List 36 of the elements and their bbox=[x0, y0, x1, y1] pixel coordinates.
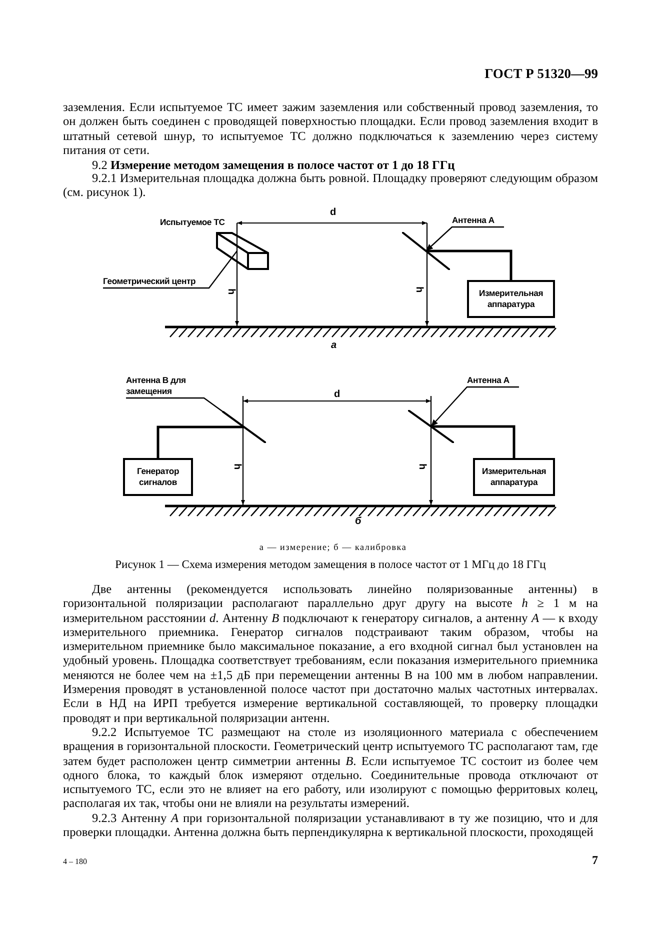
leader-line bbox=[430, 386, 519, 427]
dimension-label: h bbox=[225, 288, 236, 294]
body-paragraph: заземления. Если испытуемое ТС имеет зажим заземления или собственный провод заземления, то он должен быть соединен с проводящей поверхностью площадки. Если провод заземления входит в штатный сетевой шнур, то испытуемое ТС должно подключаться к заземлению через систему питания от сети. bbox=[63, 100, 598, 158]
subfigure-label: а bbox=[331, 340, 336, 351]
generator-box: Генератор сигналов bbox=[123, 458, 193, 496]
leader-line bbox=[103, 250, 238, 289]
antenna-symbol bbox=[402, 232, 450, 270]
antenna-symbol bbox=[222, 411, 266, 443]
cable-line bbox=[156, 426, 244, 458]
antenna-label: Антенна А bbox=[452, 215, 504, 227]
dimension-label: d bbox=[330, 207, 336, 218]
antenna-symbol bbox=[408, 410, 454, 443]
leader-line bbox=[426, 226, 504, 252]
cable-line bbox=[431, 425, 516, 458]
dimension-label: h bbox=[231, 464, 242, 470]
section-heading: 9.2 Измерение методом замещения в полосе частот от 1 до 18 ГГц bbox=[91, 158, 456, 172]
subfigure-label: б bbox=[355, 516, 361, 527]
page-code: 4 – 180 bbox=[63, 857, 87, 866]
equipment-box: Измерительная аппаратура bbox=[467, 280, 555, 318]
body-paragraph: 9.2.1 Измерительная площадка должна быть ровной. Площадку проверяют следующим образом (см. рисунок 1). bbox=[63, 171, 598, 200]
antenna-label: Антенна А bbox=[467, 375, 519, 387]
equipment-box: Измерительная аппаратура bbox=[473, 458, 555, 496]
figure-legend: а — измерение; б — калибровка bbox=[190, 542, 476, 552]
dimension-label: h bbox=[416, 464, 428, 470]
dimension-label: d bbox=[334, 389, 340, 400]
callout-label: Геометрический центр bbox=[103, 276, 209, 288]
figure-caption: Рисунок 1 — Схема измерения методом замещения в полосе частот от 1 МГц до 18 ГГц bbox=[114, 559, 547, 571]
body-paragraph: Две антенны (рекомендуется использовать линейно поляризованные антенны) в горизонтальной поляризации располагают параллельно друг другу на высоте h ≥ 1 м на измерительном расстоянии d. Антенну В подключают к генератору сигналов, а антенну А — к входу измерительного приемника. Генератор сигналов подстраивают таким образом, чтобы на измерительном приемнике было максимальное показание, а его входной сигнал был установлен на удобный уровень. Площадка соответствует требованиям, если показания измерительного приемника меняются не более чем на ±1,5 дБ при перемещении антенны В на 100 мм в любом направлении. Измерения проводят в установленной полосе частот при достаточно малых частотных интервалах. Если в НД на ИРП требуется измерение вертикальной составляющей, то проверку площадки проводят и при вертикальной поляризации антенн. bbox=[63, 582, 598, 725]
body-paragraph: 9.2.2 Испытуемое ТС размещают на столе из изоляционного материала с обеспечением вращения в горизонтальной плоскости. Геометрический центр испытуемого ТС располагают там, где затем будет расположен центр симметрии антенны В. Если испытуемое ТС состоит из более чем одного блока, то каждый блок измеряют отдельно. Соединительные провода отключают от испытуемого ТС, если это не влияет на его работу, или изолируют с помощью ферритовых колец, располагая их так, чтобы они не влияли на результаты измерений. bbox=[63, 725, 598, 811]
device-label: Испытуемое ТС bbox=[160, 217, 225, 228]
cable-line bbox=[426, 250, 512, 280]
body-paragraph: 9.2.3 Антенну А при горизонтальной поляризации устанавливают в ту же позицию, что и для проверки площадки. Антенна должна быть перпендикулярна к вертикальной плоскости, проходящей bbox=[63, 811, 598, 840]
page-number: 7 bbox=[592, 853, 598, 868]
antenna-label: Антенна В для замещения bbox=[126, 375, 204, 398]
page-header: ГОСТ Р 51320—99 bbox=[484, 66, 598, 82]
dimension-label: h bbox=[413, 286, 424, 292]
